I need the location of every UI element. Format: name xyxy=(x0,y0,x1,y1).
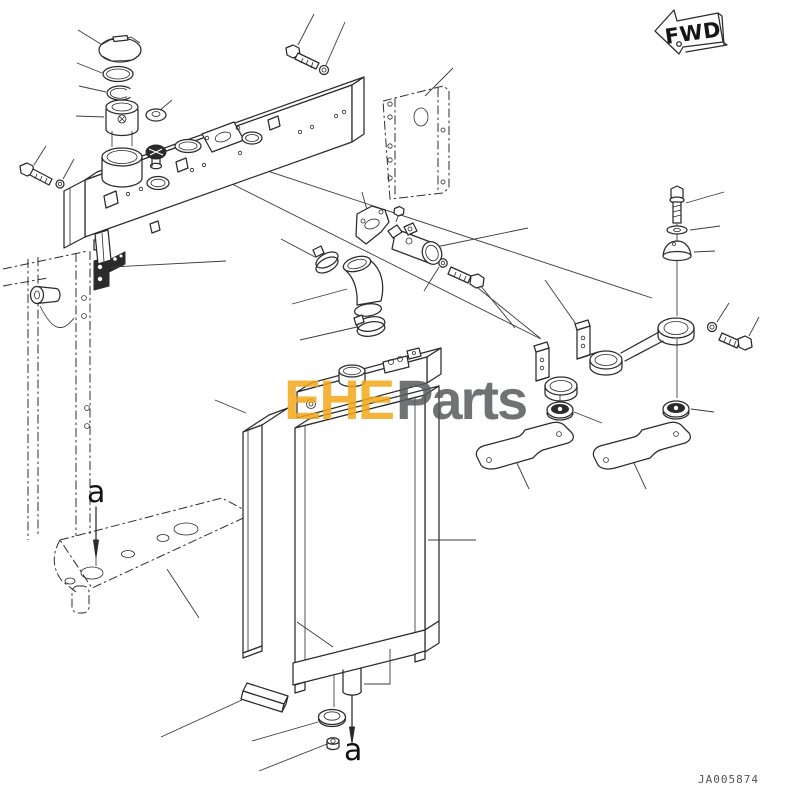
outlet-gasket xyxy=(355,205,390,245)
detail-a-upper-text: a xyxy=(87,475,105,510)
hose-clamp-upper xyxy=(312,245,339,274)
fwd-arrow: FWD xyxy=(654,9,728,55)
arrow-down-icon xyxy=(349,726,355,744)
flat-washer-right xyxy=(666,225,688,235)
drawing-number: JA005874 xyxy=(698,773,759,786)
tie-bar-bracket xyxy=(574,317,695,376)
side-panel-phantom xyxy=(382,67,454,200)
upper-tank xyxy=(63,76,365,265)
machine-frame-phantom xyxy=(2,250,254,619)
filler-neck xyxy=(105,99,139,147)
mount-plate-1 xyxy=(475,421,574,470)
drain-grommet xyxy=(251,708,347,742)
drain-plug xyxy=(258,737,340,772)
corner-bracket xyxy=(93,237,227,291)
rubber-mount-1 xyxy=(546,401,574,421)
tank-seal-ring xyxy=(174,138,202,154)
tank-pipe-port xyxy=(241,131,263,145)
bottom-bar xyxy=(160,682,289,738)
watermark-right-text: Parts xyxy=(396,368,526,431)
radiator-core xyxy=(292,385,476,707)
lower-frame-phantom xyxy=(53,497,254,619)
leader-lines-long xyxy=(209,151,653,340)
side-strip xyxy=(214,399,289,659)
tank-lower-pipe-port xyxy=(146,175,170,191)
left-bolt-and-washer xyxy=(19,145,75,189)
sensor-plug xyxy=(145,108,167,122)
washer-left xyxy=(55,179,65,189)
tank-bolt-holes xyxy=(125,109,347,197)
cap-o-ring xyxy=(102,65,134,83)
elbow-hose xyxy=(342,255,384,317)
washer-mid xyxy=(438,258,448,268)
top-tank-fittings xyxy=(382,347,422,374)
washer-top xyxy=(318,64,330,76)
small-bolt-mid xyxy=(393,205,405,223)
tank-filler-neck xyxy=(101,147,143,188)
rubber-mount-2 xyxy=(662,400,690,420)
arrow-down-icon xyxy=(93,539,99,558)
water-outlet-connector xyxy=(387,222,443,265)
mount-bolt-right xyxy=(669,185,685,224)
tank-sensor-knob xyxy=(145,144,167,170)
detail-label-a-upper: a xyxy=(87,475,105,566)
detail-label-a-lower: a xyxy=(344,694,362,768)
snap-ring xyxy=(106,85,131,101)
radiator-top-tank xyxy=(296,347,442,419)
hose-clamp-lower xyxy=(353,314,386,337)
small-washer-right xyxy=(706,321,718,333)
watermark-left-text: EHE xyxy=(284,368,394,431)
frame-boss-pin xyxy=(29,285,61,305)
drain-stub xyxy=(342,667,362,696)
cap-stack xyxy=(75,29,173,147)
arrow-rivet xyxy=(676,41,682,47)
support-bracket xyxy=(533,341,578,402)
outlet-hose-group xyxy=(280,191,529,341)
bolt-right xyxy=(718,332,753,351)
detail-a-lower-text: a xyxy=(344,733,362,768)
right-mount-assembly xyxy=(475,185,760,490)
radiator-cap xyxy=(98,34,142,63)
mount-plate-2 xyxy=(592,421,691,470)
bolt-mid xyxy=(447,266,485,289)
dome-seat xyxy=(662,240,692,262)
watermark: EHE Parts xyxy=(284,368,528,431)
top-tank-port xyxy=(338,364,366,388)
top-bolt-and-washer xyxy=(285,13,346,76)
